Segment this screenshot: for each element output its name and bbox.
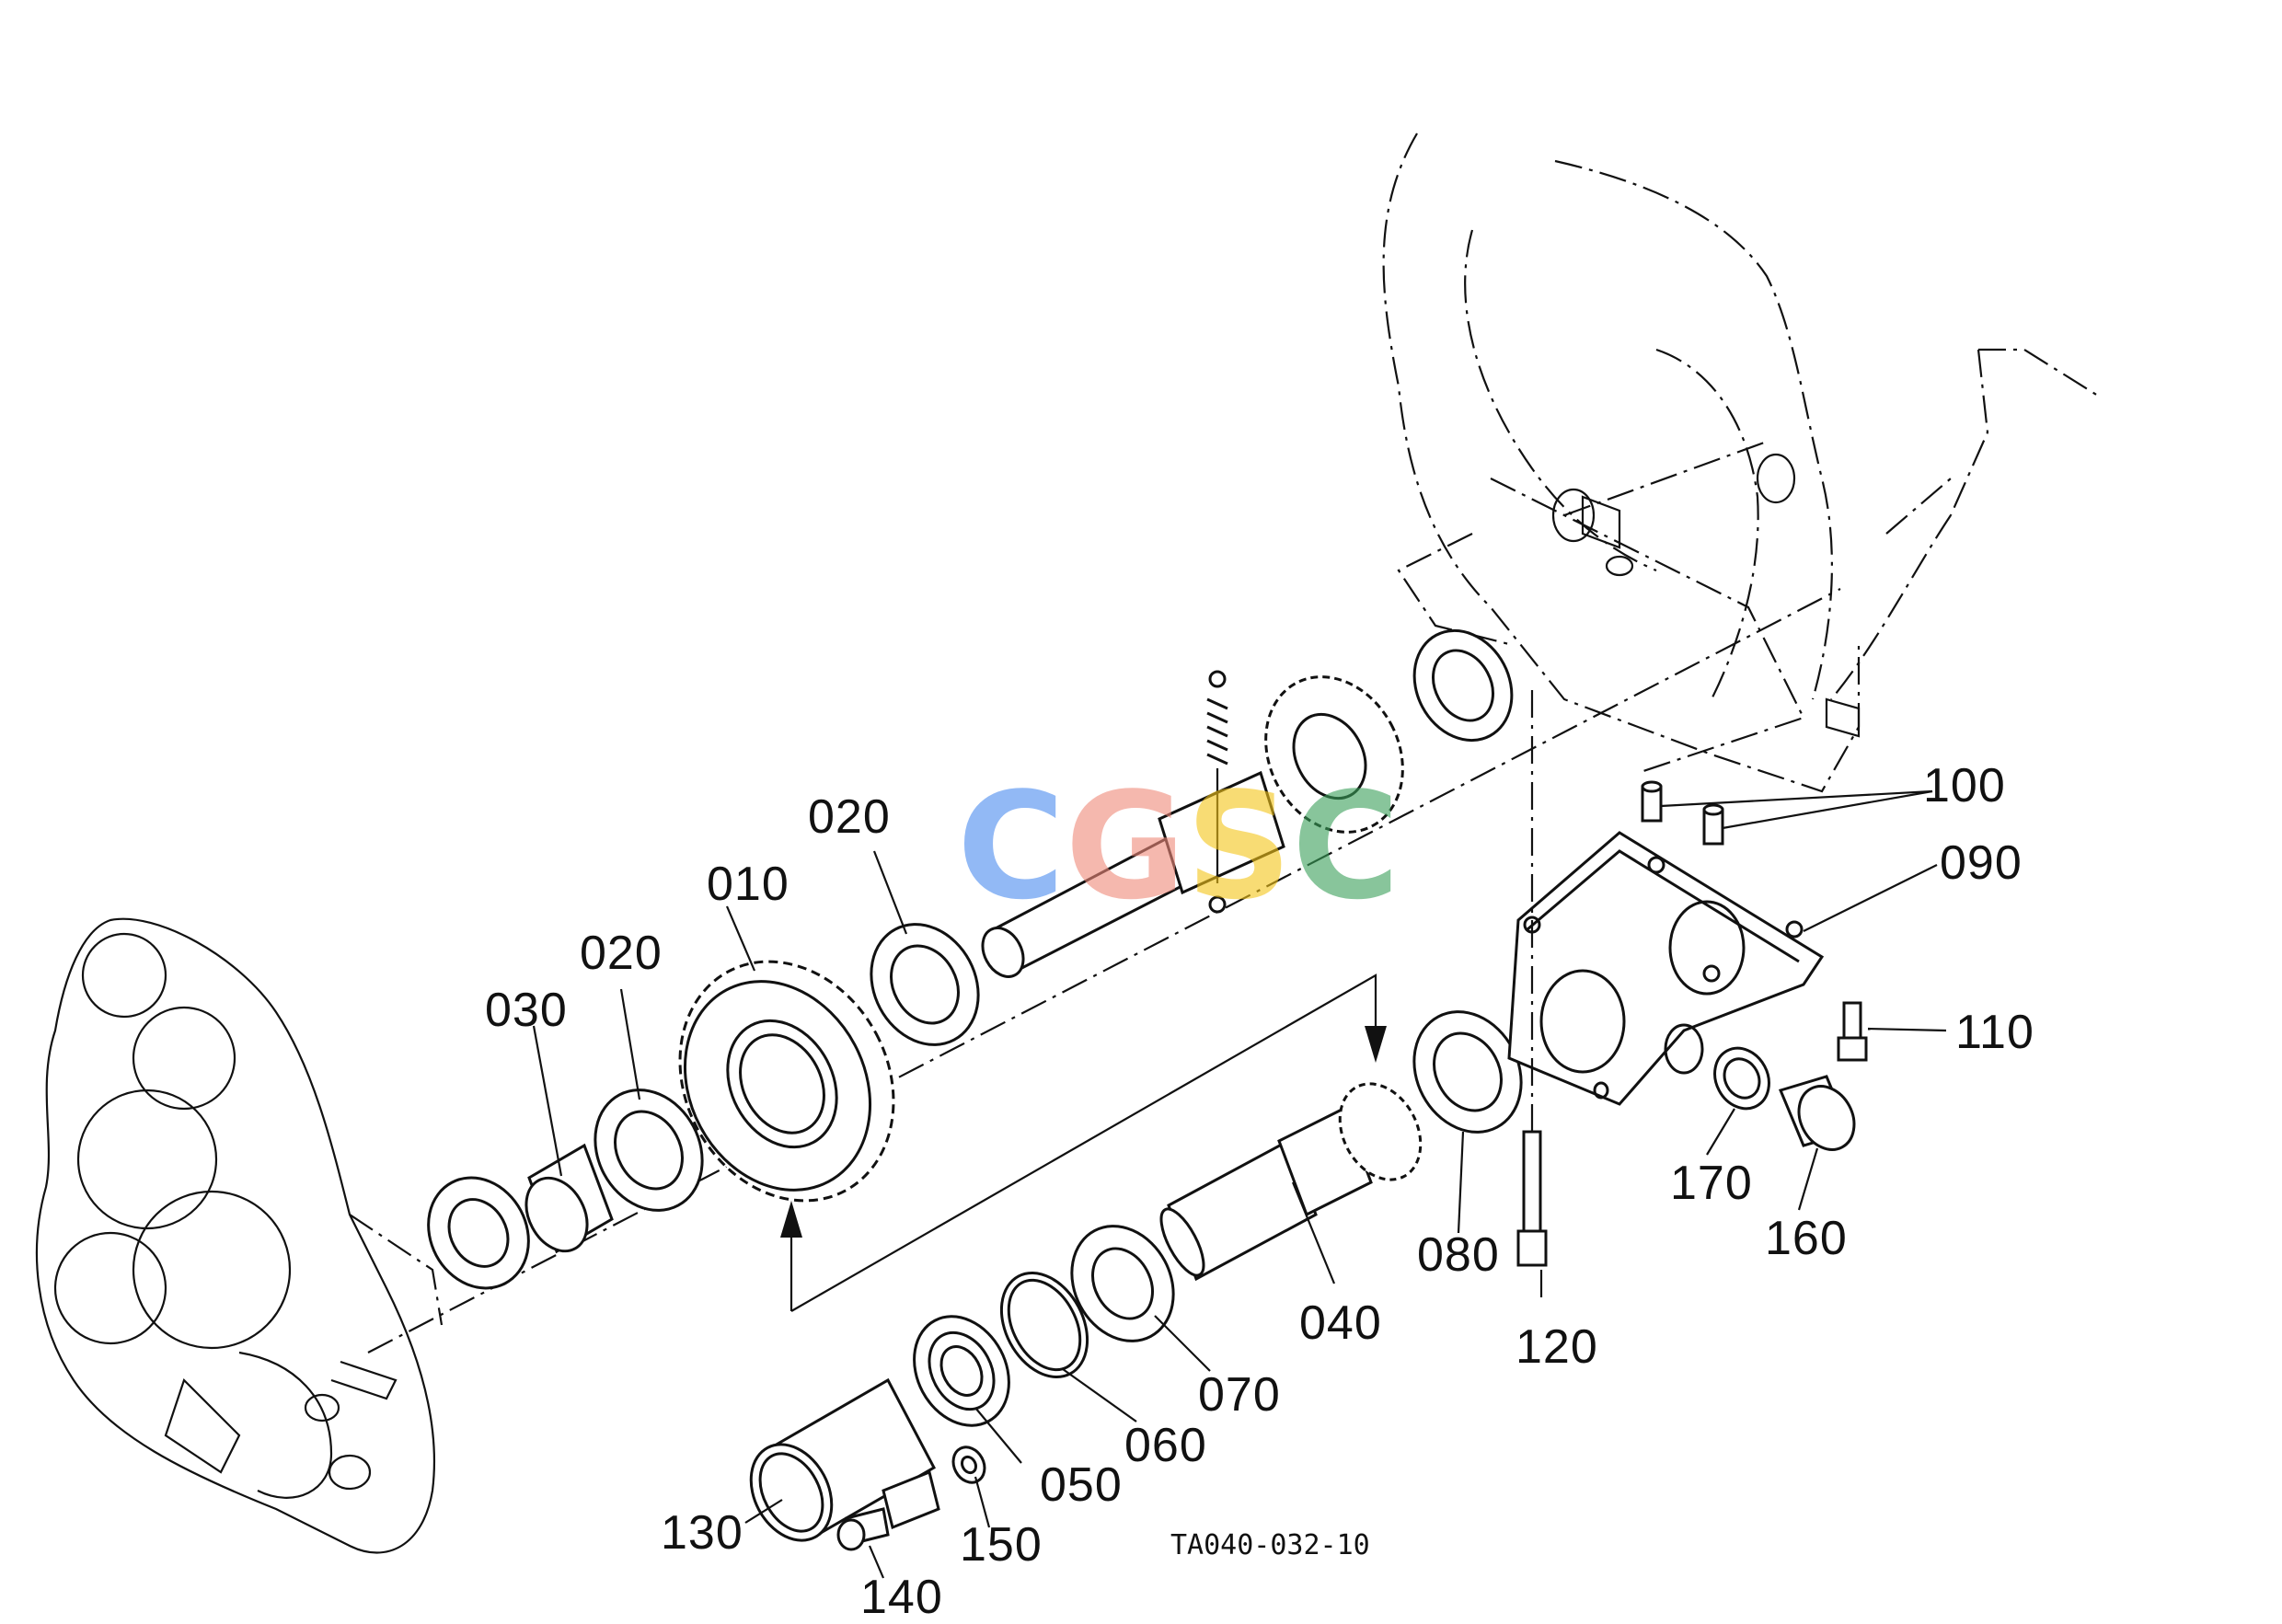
part-label-060: 060 (1124, 1419, 1207, 1472)
part-label-090: 090 (1940, 836, 2023, 890)
bearing-upper-right (1412, 628, 1514, 743)
part-label-110: 110 (1955, 1006, 2034, 1059)
part-label-080: 080 (1417, 1228, 1500, 1282)
bearing-020-left (594, 1088, 704, 1212)
bracket-090 (1507, 831, 1825, 1106)
watermark-letter: C (1291, 760, 1400, 932)
bearing-020-right (870, 923, 980, 1046)
part-label-070: 070 (1198, 1368, 1281, 1422)
leader-lines (532, 789, 1947, 1579)
bearing-070 (1070, 1225, 1175, 1342)
shaft-axis (367, 588, 1841, 1353)
bolt-140 (836, 1507, 890, 1551)
washer-150 (951, 1445, 986, 1484)
drawing-code: TA040-032-10 (1170, 1529, 1370, 1561)
part-label-040: 040 (1299, 1296, 1382, 1350)
assembly-arrow (780, 973, 1387, 1312)
watermark-letter: G (1065, 760, 1186, 932)
dowel-pins-100 (1641, 780, 1724, 846)
part-label-120: 120 (1516, 1320, 1598, 1374)
part-label-170: 170 (1670, 1157, 1753, 1210)
watermark-logo: CGSC (957, 773, 1400, 920)
watermark-letter: S (1185, 760, 1292, 932)
part-label-050: 050 (1040, 1458, 1123, 1512)
bolt-110 (1837, 1001, 1868, 1062)
oil-seal-050 (913, 1315, 1010, 1427)
watermark-letter: C (957, 760, 1066, 932)
plug-160 (1778, 1075, 1856, 1151)
gear-010 (678, 960, 895, 1203)
part-label-100: 100 (1923, 759, 2006, 812)
upper-small-gear (1264, 675, 1404, 834)
collar-030 (524, 1143, 614, 1254)
bearing-left (427, 1176, 530, 1290)
part-label-130: 130 (661, 1506, 743, 1560)
part-label-020-lower: 020 (580, 927, 663, 980)
part-label-030: 030 (485, 984, 568, 1037)
detent-spring (1206, 670, 1228, 914)
part-label-140: 140 (860, 1571, 943, 1624)
part-label-020-upper: 020 (808, 790, 891, 844)
left-housing-cover (35, 917, 444, 1554)
shaft-040 (1159, 1082, 1423, 1282)
part-label-160: 160 (1765, 1212, 1848, 1265)
sleeve-130 (749, 1377, 940, 1542)
part-label-150: 150 (960, 1518, 1043, 1572)
part-label-010: 010 (707, 858, 789, 911)
transmission-housing (1382, 132, 2099, 793)
upper-shaft (981, 770, 1285, 978)
gasket-170 (1713, 1046, 1770, 1111)
bolt-120 (1516, 690, 1548, 1267)
